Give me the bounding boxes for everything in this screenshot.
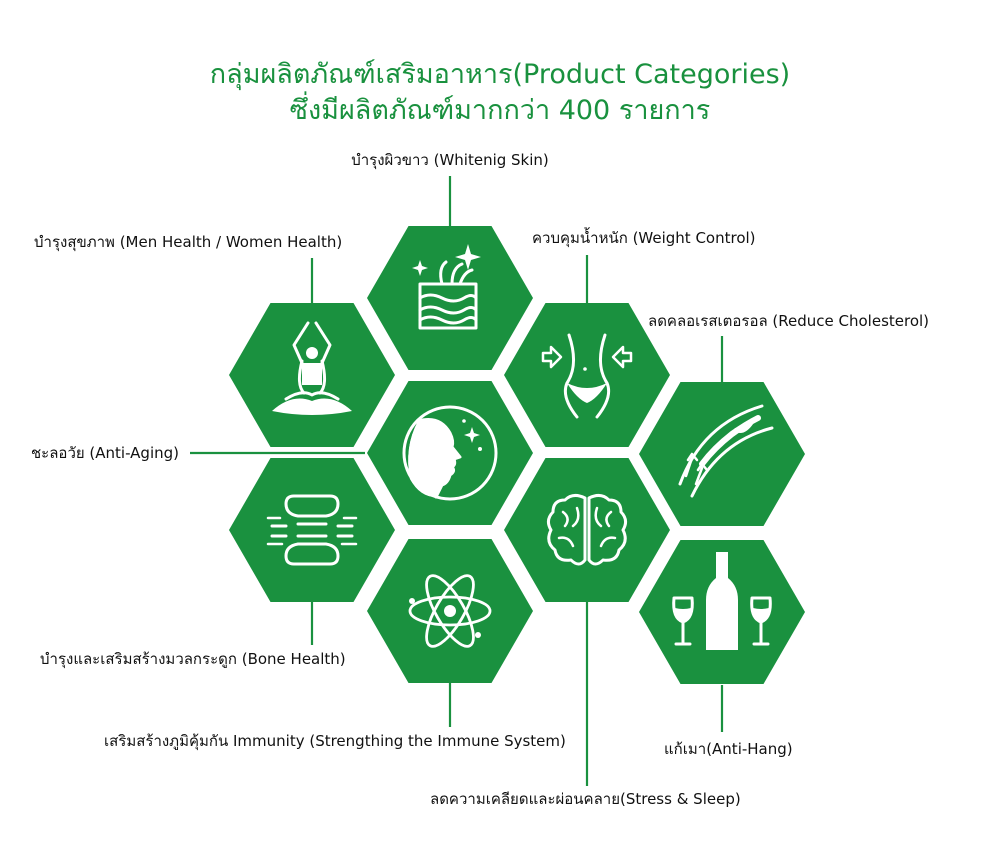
brain-icon bbox=[546, 493, 628, 566]
label-stress: ลดความเคลียดและผ่อนคลาย(Stress & Sleep) bbox=[430, 790, 741, 808]
leader-lines bbox=[190, 176, 724, 786]
label-immunity: เสริมสร้างภูมิคุ้มกัน Immunity (Strength… bbox=[104, 732, 566, 750]
atom-icon bbox=[408, 574, 492, 648]
wine-bottle-icon bbox=[672, 552, 772, 650]
artery-icon bbox=[678, 404, 774, 498]
hexagon-whitening bbox=[367, 226, 533, 370]
meditation-icon bbox=[272, 321, 352, 415]
skin-sparkle-icon bbox=[412, 244, 481, 330]
face-profile-icon bbox=[402, 405, 498, 501]
hexagon-weight bbox=[504, 303, 670, 447]
joint-bone-icon bbox=[266, 494, 358, 566]
label-weight: ควบคุมน้ำหนัก (Weight Control) bbox=[532, 229, 756, 247]
diagram-title-line-2: ซึ่งมีผลิตภัณฑ์มากกว่า 400 รายการ bbox=[289, 95, 711, 126]
label-anti-aging: ชะลอวัย (Anti-Aging) bbox=[31, 444, 180, 462]
hexagon-bone bbox=[229, 458, 395, 602]
label-bone: บำรุงและเสริมสร้างมวลกระดูก (Bone Health… bbox=[40, 650, 346, 668]
label-anti-hang: แก้เมา(Anti-Hang) bbox=[664, 740, 793, 758]
label-men-women: บำรุงสุขภาพ (Men Health / Women Health) bbox=[34, 233, 343, 251]
diagram-title-line-1: กลุ่มผลิตภัณฑ์เสริมอาหาร(Product Categor… bbox=[209, 59, 791, 90]
label-whitening: บำรุงผิวขาว (Whitenig Skin) bbox=[351, 151, 549, 169]
waist-icon bbox=[541, 333, 633, 419]
label-cholesterol: ลดคลอเรสเตอรอล (Reduce Cholesterol) bbox=[648, 312, 930, 330]
hexagon-stress bbox=[504, 458, 670, 602]
